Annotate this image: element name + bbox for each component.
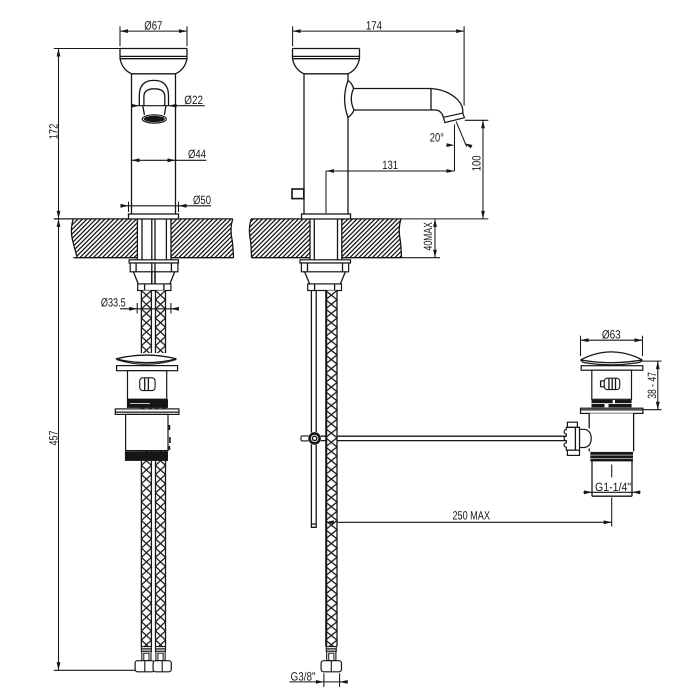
svg-text:172: 172 bbox=[46, 124, 60, 140]
svg-text:Ø63: Ø63 bbox=[602, 327, 621, 341]
svg-text:40MAX: 40MAX bbox=[421, 222, 435, 250]
svg-text:457: 457 bbox=[47, 430, 61, 445]
svg-text:100: 100 bbox=[470, 155, 484, 171]
svg-text:Ø67: Ø67 bbox=[144, 19, 162, 33]
svg-text:38 - 47: 38 - 47 bbox=[645, 372, 659, 399]
svg-text:Ø22: Ø22 bbox=[184, 93, 203, 107]
svg-text:250 MAX: 250 MAX bbox=[452, 509, 490, 523]
svg-text:131: 131 bbox=[382, 158, 398, 172]
svg-text:G3/8": G3/8" bbox=[291, 669, 316, 683]
svg-text:Ø44: Ø44 bbox=[188, 147, 206, 161]
svg-text:Ø33.5: Ø33.5 bbox=[101, 296, 126, 310]
svg-text:174: 174 bbox=[366, 19, 382, 33]
svg-text:20°: 20° bbox=[430, 131, 444, 145]
svg-text:G1-1/4": G1-1/4" bbox=[595, 480, 631, 494]
svg-text:Ø50: Ø50 bbox=[193, 193, 211, 207]
